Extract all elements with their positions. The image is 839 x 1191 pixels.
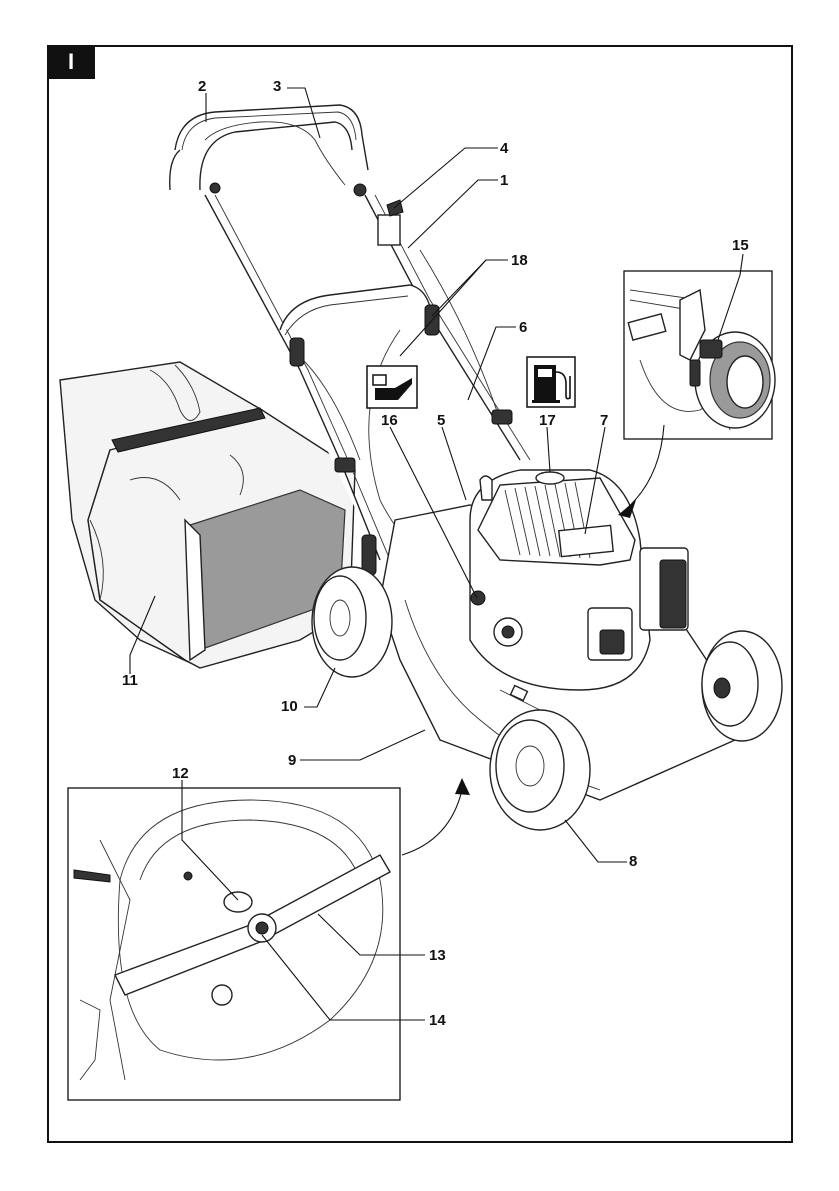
wheel-rear-left (312, 567, 392, 677)
arrow-inset-blade (402, 790, 462, 855)
callout-16: 16 (381, 412, 398, 429)
oil-dipstick[interactable] (471, 591, 485, 605)
callout-13: 13 (429, 947, 446, 964)
wheel-front-left (490, 710, 590, 830)
callout-3: 3 (273, 78, 281, 95)
callout-6: 6 (519, 319, 527, 336)
callout-15: 15 (732, 237, 749, 254)
switch-box[interactable] (378, 215, 400, 245)
inset-height-adjust (624, 271, 775, 439)
callout-9: 9 (288, 752, 296, 769)
callout-10: 10 (281, 698, 298, 715)
callout-14: 14 (429, 1012, 446, 1029)
callout-5: 5 (437, 412, 445, 429)
fuel-pump-icon (527, 357, 575, 407)
callout-11: 11 (122, 672, 138, 689)
wheel-front-right (702, 631, 782, 741)
handle-lock-knob-left[interactable] (290, 338, 304, 366)
callout-12: 12 (172, 765, 189, 782)
handle-knob[interactable] (354, 184, 366, 196)
callout-7: 7 (600, 412, 608, 429)
fuel-cap[interactable] (536, 472, 564, 484)
callout-18: 18 (511, 252, 528, 269)
callout-2: 2 (198, 78, 206, 95)
callout-1: 1 (500, 172, 508, 189)
blade-bolt[interactable] (256, 922, 268, 934)
callout-4: 4 (500, 140, 509, 157)
oil-can-icon (367, 366, 417, 408)
inset-blade (68, 788, 400, 1100)
callout-17: 17 (539, 412, 556, 429)
callout-8: 8 (629, 853, 637, 870)
